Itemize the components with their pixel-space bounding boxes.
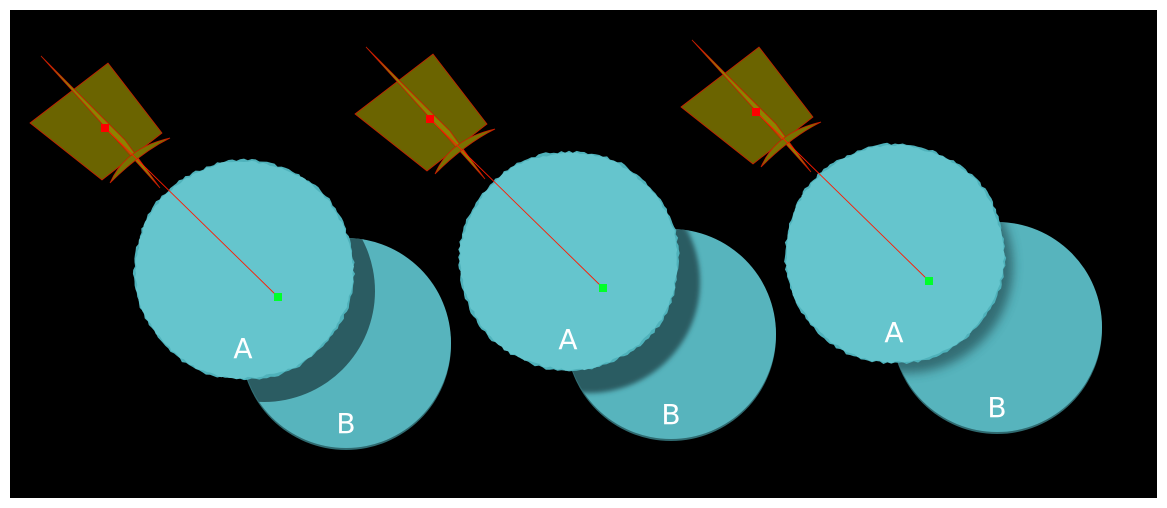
light-marker (101, 124, 109, 132)
light-beam (755, 111, 930, 282)
shadow-panel: AB (680, 39, 1102, 434)
circle-a (459, 152, 678, 371)
light-marker (426, 115, 434, 123)
target-marker (274, 293, 282, 301)
light-source (354, 46, 496, 180)
light-beam (429, 118, 604, 289)
light-wing (760, 121, 822, 168)
shadow-panel: AB (354, 46, 776, 441)
circle-a (134, 160, 354, 379)
shadow-panel: AB (29, 55, 451, 450)
light-cone (691, 39, 812, 173)
light-marker (752, 108, 760, 116)
circle-a-label: A (884, 316, 903, 349)
target-marker (599, 284, 607, 292)
light-beam (104, 127, 279, 298)
circle-b-label: B (336, 407, 355, 440)
circle-a-label: A (558, 323, 577, 356)
target-marker (925, 277, 933, 285)
light-wing (434, 128, 496, 175)
light-source (680, 39, 822, 173)
circle-a (786, 144, 1005, 364)
light-wing (109, 137, 171, 184)
circle-b-label: B (987, 391, 1006, 424)
light-cone (365, 46, 486, 180)
circle-b-label: B (661, 398, 680, 431)
light-cone (40, 55, 161, 189)
circle-a-label: A (233, 332, 252, 365)
light-source (29, 55, 171, 189)
